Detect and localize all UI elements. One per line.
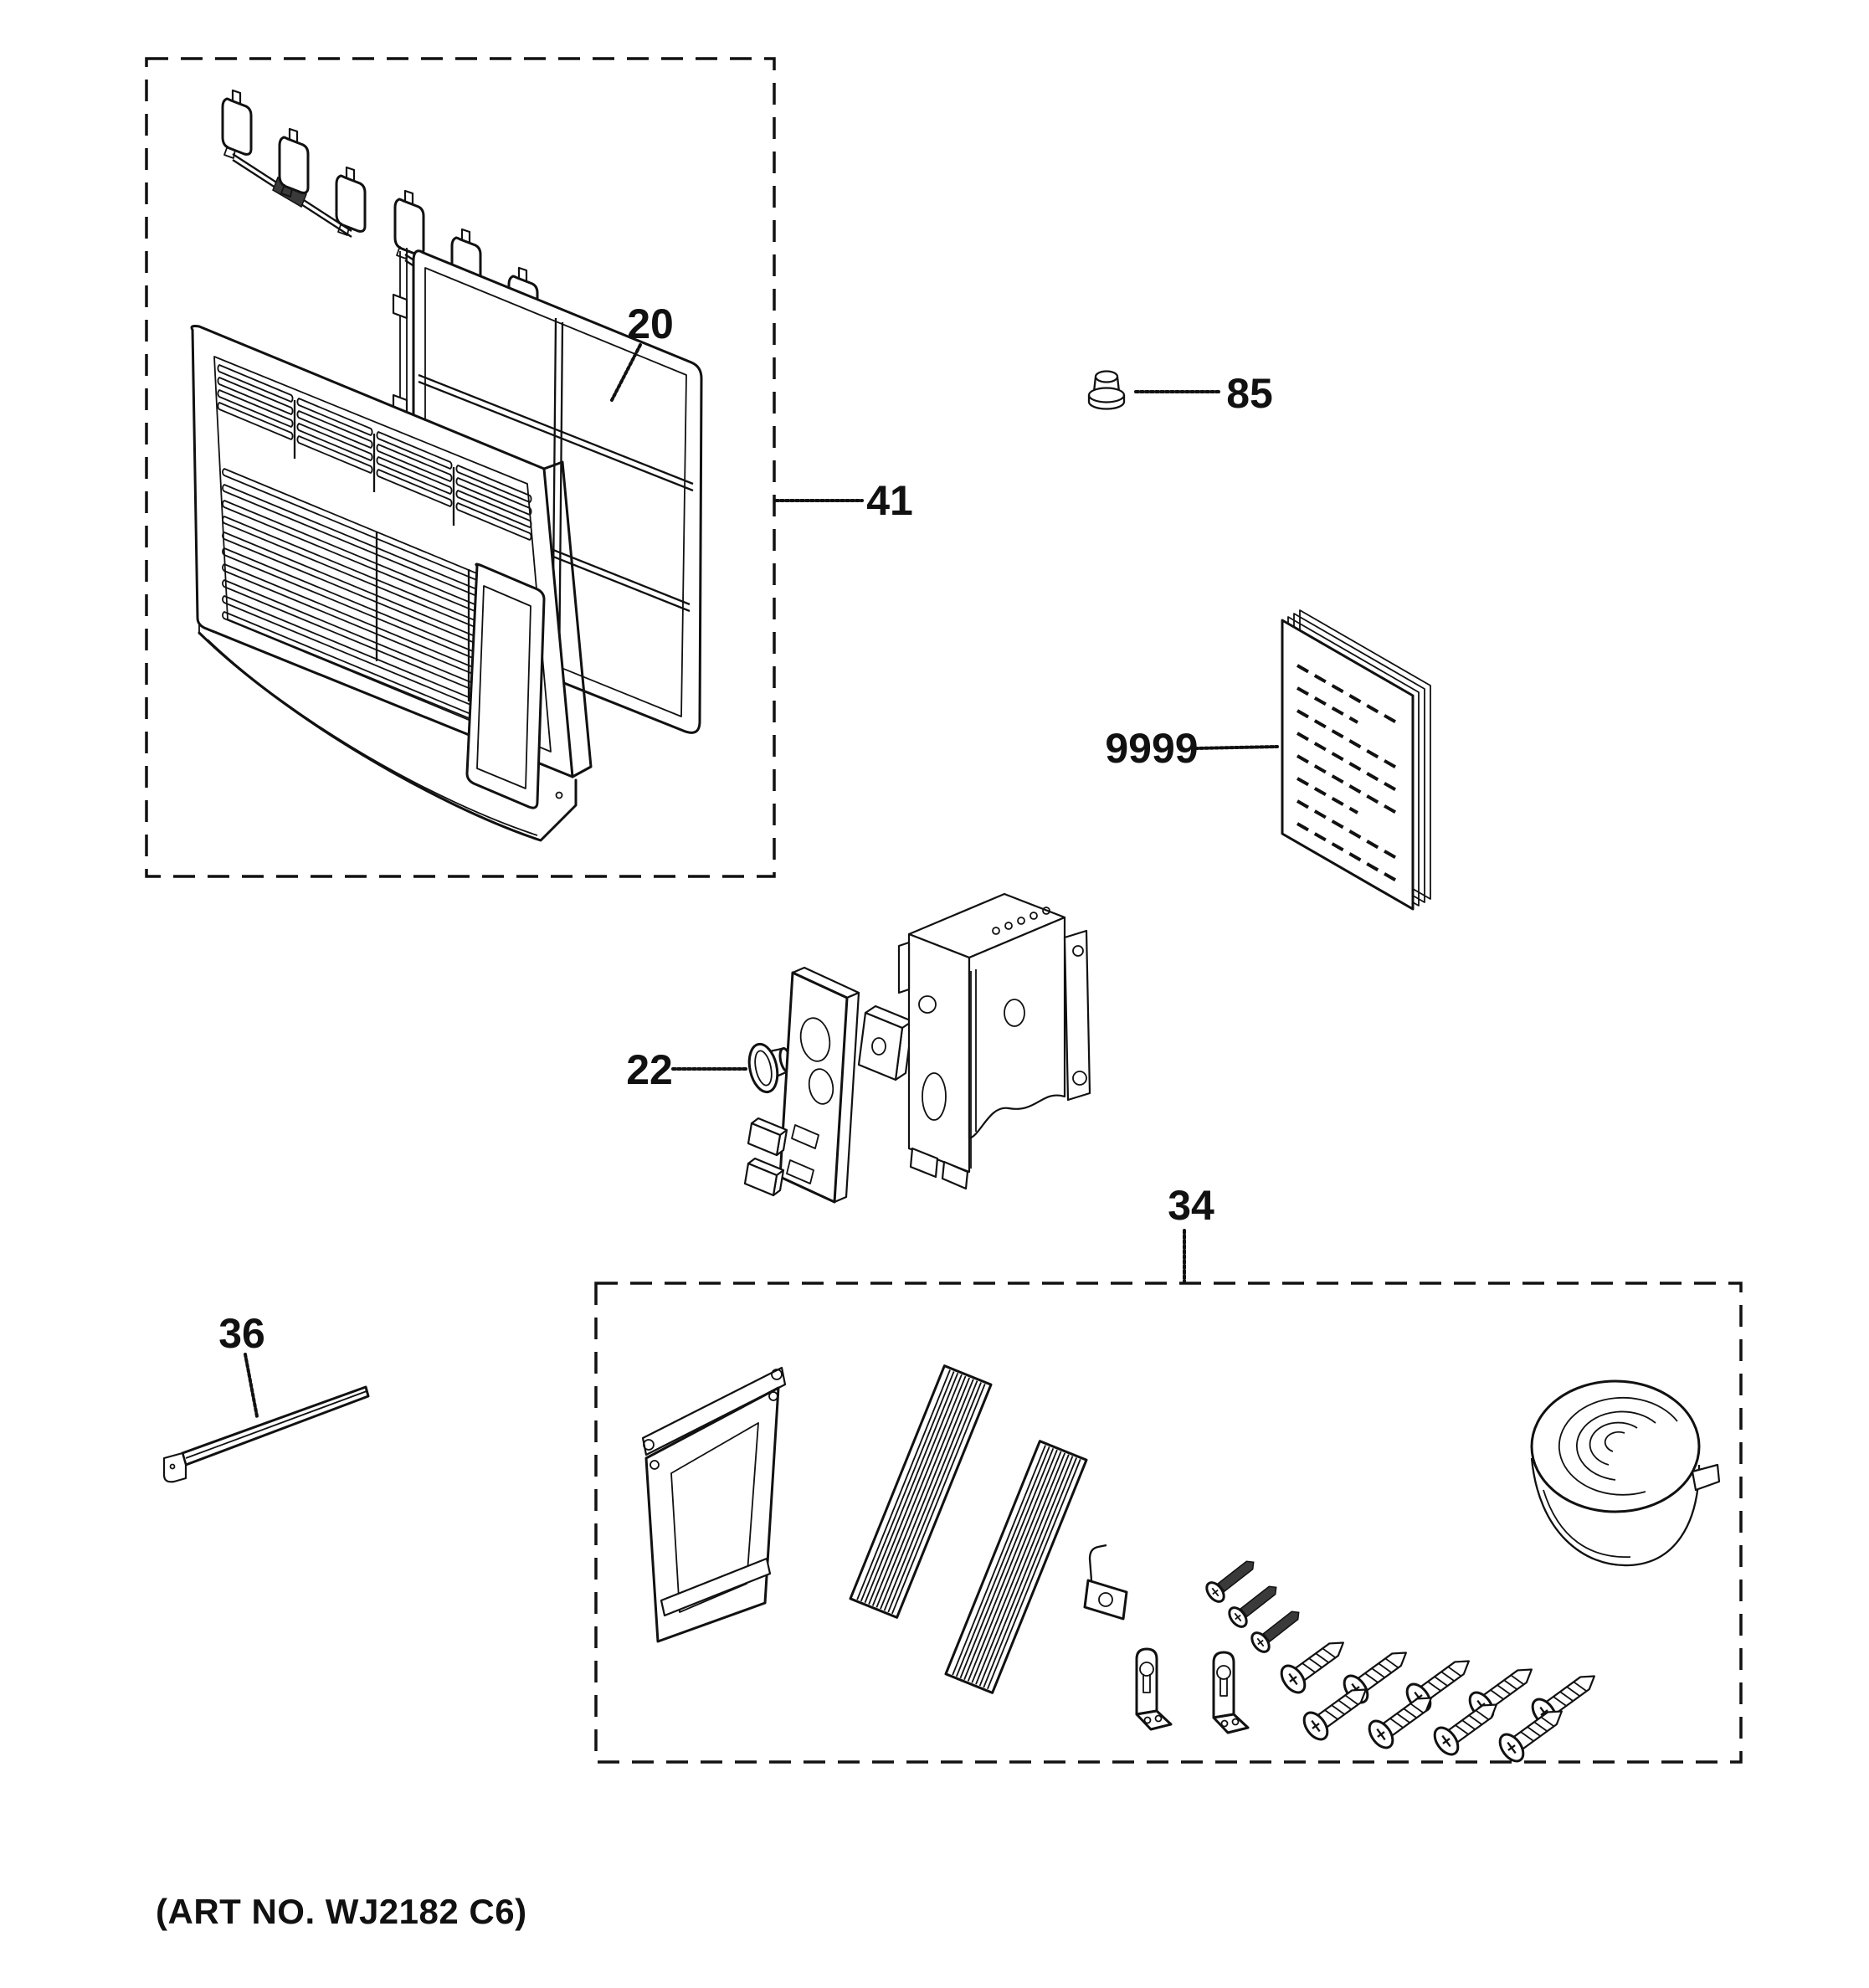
leader-9999 [1194,745,1279,750]
foam-coil [1530,1379,1721,1567]
front-grille [190,325,593,842]
manual-cover-text [1296,664,1399,883]
grommet [1087,370,1126,410]
control-knob [747,1042,793,1094]
manual-booklet [1281,609,1431,911]
callout-20: 20 [627,301,674,347]
mounting-screws [1276,1629,1605,1767]
leader-20 [610,343,642,402]
callout-9999: 9999 [1105,725,1198,772]
leader-36 [244,1353,259,1418]
control-box-housing [897,892,1091,1190]
l-bracket [1212,1651,1250,1734]
foam-seal-strips [849,1364,1088,1694]
machine-screws [1202,1552,1307,1657]
callout-85: 85 [1226,370,1273,417]
callout-34: 34 [1168,1182,1214,1229]
callout-22: 22 [626,1046,673,1093]
l-bracket [1135,1647,1173,1731]
install-kit-box [594,1282,1743,1764]
art-no-text: (ART NO. WJ2182 C6) [156,1892,527,1931]
callout-41: 41 [866,477,913,524]
hook-bracket [1083,1544,1128,1621]
window-seal-strip [162,1385,370,1483]
grille-assembly-box [145,57,776,878]
callout-36: 36 [218,1310,265,1357]
install-kit [641,1364,1721,1767]
grille-access-door [465,562,546,809]
control-assembly [743,892,1091,1204]
curtain-frame [641,1366,787,1643]
grille-top-vents [217,364,532,541]
